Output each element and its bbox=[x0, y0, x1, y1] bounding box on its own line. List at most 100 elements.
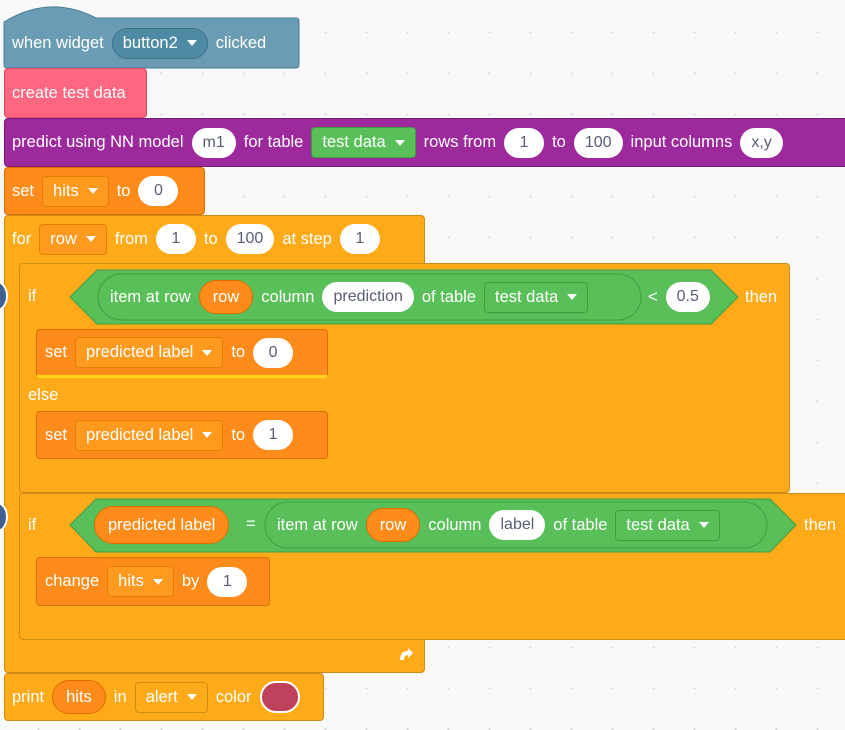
variable-name: hits bbox=[53, 181, 79, 200]
create-test-data-block[interactable]: create test data bbox=[4, 68, 147, 118]
rows-to-input[interactable]: 100 bbox=[573, 127, 623, 158]
column-label: column bbox=[261, 287, 315, 306]
table-name: test data bbox=[494, 287, 559, 306]
column-input[interactable]: label bbox=[489, 510, 546, 540]
output-target-name: alert bbox=[145, 687, 178, 706]
loop-step-input[interactable]: 1 bbox=[339, 224, 380, 254]
widget-dropdown[interactable]: button2 bbox=[111, 27, 208, 59]
table-name: test data bbox=[322, 133, 386, 151]
set-label: set bbox=[12, 181, 35, 200]
print-label: print bbox=[12, 687, 45, 706]
of-table-label: of table bbox=[553, 515, 608, 534]
operator-label: < bbox=[648, 287, 658, 306]
table-dropdown[interactable]: test data bbox=[615, 509, 720, 541]
dropdown-arrow-icon bbox=[698, 522, 709, 528]
loop-to-input[interactable]: 100 bbox=[225, 224, 275, 254]
dropdown-arrow-icon bbox=[85, 236, 96, 242]
set-label: set bbox=[45, 343, 68, 361]
input-columns-label: input columns bbox=[630, 133, 733, 151]
input-columns-input[interactable]: x,y bbox=[740, 127, 783, 158]
dropdown-arrow-icon bbox=[567, 294, 578, 300]
row-variable-reporter[interactable]: row bbox=[365, 508, 421, 542]
then-label-wrap: then bbox=[745, 273, 777, 321]
if-label: if bbox=[28, 515, 37, 534]
then-label: then bbox=[745, 287, 778, 306]
dropdown-arrow-icon bbox=[186, 694, 197, 700]
item-at-row-reporter[interactable]: item at row row column label of table te… bbox=[277, 501, 720, 549]
then-label-wrap: then bbox=[804, 501, 836, 549]
hits-variable-reporter[interactable]: hits bbox=[52, 680, 106, 714]
else-label: else bbox=[28, 386, 59, 404]
variable-dropdown[interactable]: hits bbox=[42, 175, 109, 207]
at-step-label: at step bbox=[282, 229, 332, 248]
item-at-row-reporter[interactable]: item at row row column prediction of tab… bbox=[110, 273, 589, 321]
variable-name: predicted label bbox=[86, 425, 194, 444]
table-dropdown[interactable]: test data bbox=[483, 281, 589, 313]
less-than-operator: < 0.5 bbox=[648, 273, 710, 321]
set-predicted-1-block[interactable]: set predicted label to 1 bbox=[36, 411, 328, 459]
widget-name: button2 bbox=[122, 33, 178, 52]
equals-operator: = bbox=[246, 515, 256, 533]
for-label: for bbox=[12, 229, 32, 248]
then-label: then bbox=[804, 515, 837, 534]
row-variable-reporter[interactable]: row bbox=[198, 280, 254, 314]
set-hits-block[interactable]: set hits to 0 bbox=[4, 167, 205, 215]
predicted-label-reporter[interactable]: predicted label bbox=[94, 506, 230, 544]
dropdown-arrow-icon bbox=[87, 188, 98, 194]
to-label: to bbox=[231, 425, 246, 444]
for-table-label: for table bbox=[243, 133, 304, 151]
color-swatch[interactable] bbox=[259, 681, 300, 713]
column-input[interactable]: prediction bbox=[322, 282, 414, 312]
from-label: from bbox=[114, 229, 148, 248]
if2-header: if bbox=[19, 493, 36, 557]
set-predicted-0-block[interactable]: set predicted label to 0 bbox=[36, 329, 328, 378]
variable-dropdown[interactable]: predicted label bbox=[75, 337, 224, 368]
value-input[interactable]: 1 bbox=[253, 420, 294, 450]
color-label: color bbox=[215, 687, 252, 706]
column-label: column bbox=[428, 515, 482, 534]
change-hits-block[interactable]: change hits by 1 bbox=[36, 557, 270, 606]
dropdown-arrow-icon bbox=[394, 139, 405, 146]
in-label: in bbox=[113, 687, 127, 706]
by-label: by bbox=[181, 572, 200, 590]
variable-name: predicted label bbox=[86, 343, 194, 361]
event-block[interactable]: when widget button2 clicked bbox=[4, 18, 300, 68]
variable-dropdown[interactable]: predicted label bbox=[75, 419, 224, 451]
change-value-input[interactable]: 1 bbox=[207, 566, 248, 597]
of-table-label: of table bbox=[421, 287, 476, 306]
set-label: set bbox=[45, 425, 68, 444]
dropdown-arrow-icon bbox=[152, 578, 163, 585]
loop-from-input[interactable]: 1 bbox=[155, 224, 196, 254]
model-input[interactable]: m1 bbox=[191, 127, 236, 158]
table-dropdown[interactable]: test data bbox=[311, 127, 416, 158]
dropdown-arrow-icon bbox=[202, 349, 213, 356]
item-at-row-label: item at row bbox=[277, 515, 358, 534]
rows-from-input[interactable]: 1 bbox=[504, 127, 545, 158]
to-label: to bbox=[231, 343, 246, 361]
if1-header: if bbox=[19, 263, 790, 329]
variable-name: hits bbox=[118, 572, 144, 590]
value-input[interactable]: 0 bbox=[253, 337, 294, 368]
loop-variable-dropdown[interactable]: row bbox=[39, 223, 107, 255]
variable-dropdown[interactable]: hits bbox=[107, 566, 174, 597]
dropdown-arrow-icon bbox=[186, 40, 197, 46]
event-clicked-label: clicked bbox=[215, 33, 267, 52]
threshold-input[interactable]: 0.5 bbox=[665, 282, 710, 312]
loop-variable-name: row bbox=[50, 229, 77, 248]
value-input[interactable]: 0 bbox=[138, 176, 179, 206]
print-block[interactable]: print hits in alert color bbox=[4, 673, 324, 721]
to-label: to bbox=[116, 181, 131, 200]
dropdown-arrow-icon bbox=[202, 432, 213, 438]
event-when-label: when widget bbox=[12, 33, 104, 52]
table-name: test data bbox=[626, 515, 690, 534]
if-label: if bbox=[28, 286, 37, 305]
loop-arrow-icon bbox=[400, 648, 413, 660]
change-label: change bbox=[45, 572, 100, 590]
for-loop-header: for row from 1 to 100 at step 1 bbox=[4, 215, 425, 263]
rows-from-label: rows from bbox=[423, 133, 497, 151]
predict-block[interactable]: predict using NN model m1 for table test… bbox=[4, 118, 845, 167]
to-label: to bbox=[552, 133, 566, 151]
output-target-dropdown[interactable]: alert bbox=[134, 681, 208, 713]
to-label: to bbox=[203, 229, 218, 248]
create-label: create test data bbox=[12, 83, 126, 102]
